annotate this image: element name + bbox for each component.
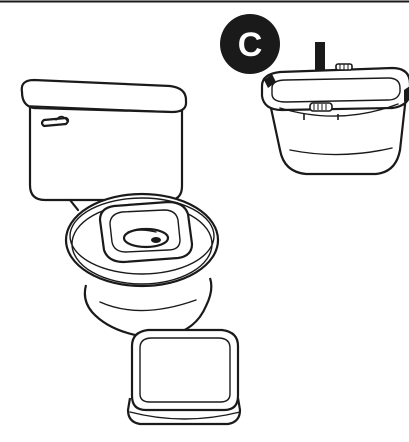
potty-lid-icon <box>128 330 240 424</box>
step-letter: C <box>238 26 263 64</box>
potty-bowl-icon <box>262 64 409 174</box>
step-badge: C <box>220 14 280 74</box>
toilet-with-potty-seat-icon <box>22 80 218 354</box>
